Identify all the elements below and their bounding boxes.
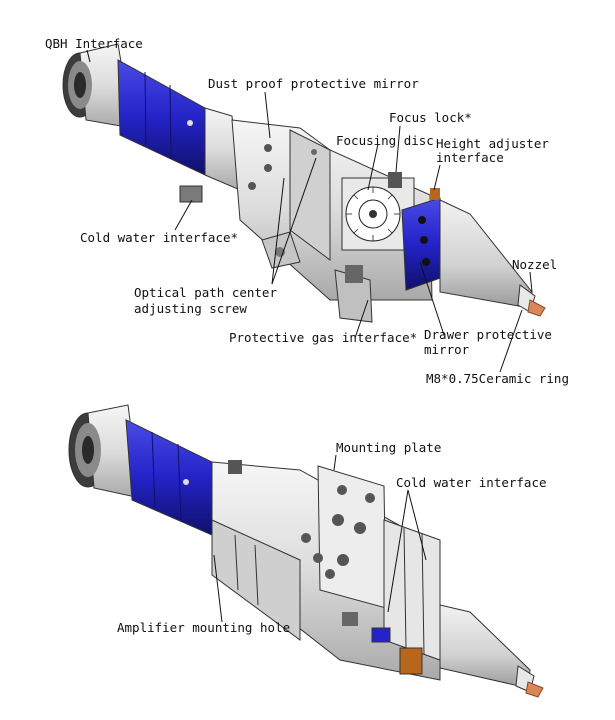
top-laser-head [62,43,546,323]
label-cold-water-interface-top: Cold water interface* [80,230,238,245]
label-mounting-plate: Mounting plate [336,440,441,455]
bottom-mounting-plate [301,465,387,609]
label-optical-path-line1: Optical path center [134,285,277,300]
label-optical-path-line2: adjusting screw [134,301,247,316]
label-focusing-disc: Focusing disc [336,133,434,148]
focus-lock-knob-icon [388,172,402,188]
bottom-collimator-blue [125,419,213,536]
label-protective-gas: Protective gas interface* [229,330,417,345]
label-amplifier-mounting-hole: Amplifier mounting hole [117,620,290,635]
label-drawer-mirror-line2: mirror [424,342,470,357]
top-labels: QBH Interface Dust proof protective mirr… [45,36,569,386]
bottom-labels: Mounting plate Cold water interface Ampl… [117,440,547,635]
top-nozzle-icon [527,299,546,317]
bottom-leader-lines [213,454,427,623]
top-leader-lines [86,49,533,373]
bottom-fittings [342,612,423,675]
bottom-nozzle-icon [525,681,544,698]
label-nozzel: Nozzel [512,257,557,272]
label-qbh-interface: QBH Interface [45,36,143,51]
label-dust-proof-mirror: Dust proof protective mirror [208,76,419,91]
bottom-laser-head [68,404,544,698]
label-focus-lock: Focus lock* [389,110,472,125]
label-drawer-mirror-line1: Drawer protective [424,327,552,342]
top-nozzle-cone [439,199,546,317]
label-height-adjuster-line1: Height adjuster [436,136,549,151]
label-cold-water-interface-bottom: Cold water interface [396,475,547,490]
top-gas-fitting [334,265,373,323]
label-m8-ceramic-ring: M8*0.75Ceramic ring [426,371,569,386]
top-drawer-plate [401,188,447,291]
label-height-adjuster-line2: interface [436,150,504,165]
top-collimator-blue [117,59,206,176]
height-adjuster-port-icon [430,188,440,200]
bottom-nozzle-cone [439,604,544,698]
bottom-right-block [383,519,441,661]
top-cold-water-fitting [179,185,203,203]
bottom-qbh-interface [68,404,141,499]
